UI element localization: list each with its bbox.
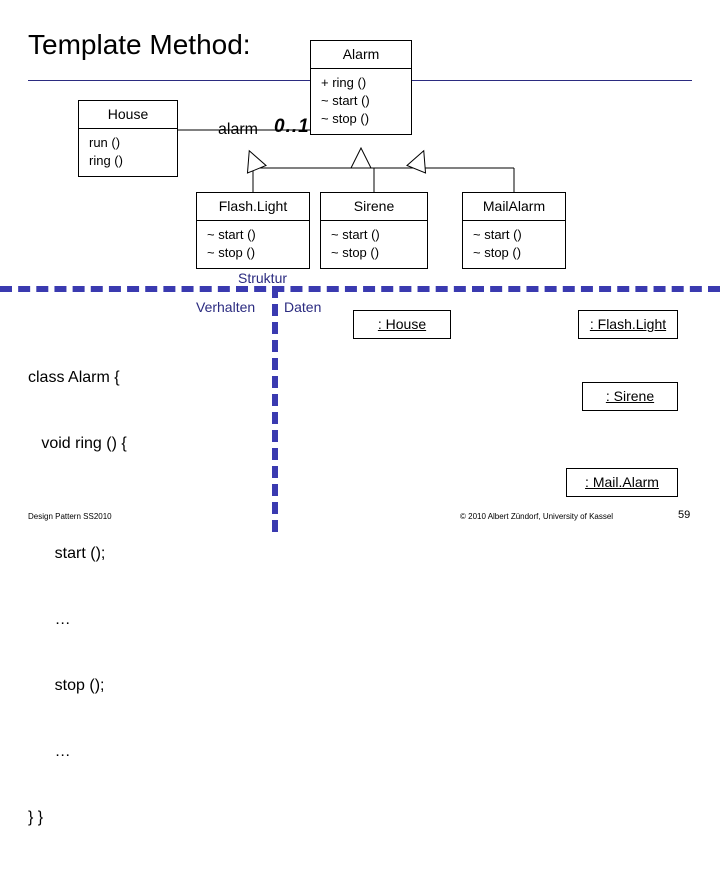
divider-horizontal-dashed bbox=[0, 286, 720, 292]
uml-class-sirene-name: Sirene bbox=[353, 198, 395, 214]
uml-class-mailalarm-separator bbox=[463, 220, 565, 221]
uml-class-alarm-operations: + ring () ~ start () ~ stop () bbox=[311, 69, 411, 134]
uml-class-house-separator bbox=[79, 128, 177, 129]
uml-class-house: House run () ring () bbox=[78, 100, 178, 177]
uml-operation: ~ start () bbox=[473, 227, 522, 242]
uml-class-sirene: Sirene ~ start () ~ stop () bbox=[320, 192, 428, 269]
uml-operation: ~ start () bbox=[207, 227, 256, 242]
uml-class-alarm: Alarm + ring () ~ start () ~ stop () bbox=[310, 40, 412, 135]
uml-class-house-name: House bbox=[107, 106, 149, 122]
uml-class-house-operations: run () ring () bbox=[79, 129, 177, 176]
code-line: } } bbox=[28, 809, 44, 826]
uml-class-flashlight-separator bbox=[197, 220, 309, 221]
code-line: class Alarm { bbox=[28, 369, 120, 386]
uml-class-mailalarm-operations: ~ start () ~ stop () bbox=[463, 221, 565, 268]
uml-operation: ~ stop () bbox=[321, 111, 370, 126]
code-line: start (); bbox=[28, 545, 106, 562]
object-house: : House bbox=[353, 310, 451, 339]
code-block: class Alarm { void ring () { start (); …… bbox=[28, 323, 127, 873]
object-sirene: : Sirene bbox=[582, 382, 678, 411]
footer-copyright: © 2010 Albert Zündorf, University of Kas… bbox=[460, 512, 614, 521]
uml-operation: + ring () bbox=[321, 75, 367, 90]
code-line: … bbox=[28, 743, 71, 760]
uml-class-alarm-separator bbox=[311, 68, 411, 69]
uml-operation: ~ stop () bbox=[207, 245, 256, 260]
region-label-verhalten: Verhalten bbox=[196, 299, 256, 315]
uml-class-flashlight: Flash.Light ~ start () ~ stop () bbox=[196, 192, 310, 269]
code-line: stop (); bbox=[28, 677, 105, 694]
slide-canvas: Template Method: House run () ring () Al… bbox=[0, 29, 720, 826]
code-line: … bbox=[28, 611, 71, 628]
footer-page-number: 59 bbox=[678, 509, 691, 521]
uml-class-sirene-separator bbox=[321, 220, 427, 221]
uml-class-mailalarm: MailAlarm ~ start () ~ stop () bbox=[462, 192, 566, 269]
uml-operation: ~ start () bbox=[321, 93, 370, 108]
uml-operation: ring () bbox=[89, 153, 123, 168]
object-flashlight: : Flash.Light bbox=[578, 310, 678, 339]
uml-class-flashlight-operations: ~ start () ~ stop () bbox=[197, 221, 309, 268]
code-line: void ring () { bbox=[28, 435, 127, 452]
association-role-label: alarm bbox=[218, 121, 259, 138]
uml-class-flashlight-name: Flash.Light bbox=[218, 198, 288, 214]
uml-operation: run () bbox=[89, 135, 121, 150]
uml-operation: ~ stop () bbox=[473, 245, 522, 260]
region-label-daten: Daten bbox=[284, 299, 322, 315]
page-title: Template Method: bbox=[28, 29, 251, 60]
association-multiplicity-label: 0..1 bbox=[274, 116, 310, 137]
divider-vertical-dashed bbox=[272, 286, 278, 532]
uml-class-mailalarm-name: MailAlarm bbox=[482, 198, 546, 214]
uml-operation: ~ stop () bbox=[331, 245, 380, 260]
uml-operation: ~ start () bbox=[331, 227, 380, 242]
footer-course: Design Pattern SS2010 bbox=[28, 512, 112, 521]
uml-class-alarm-name: Alarm bbox=[342, 46, 380, 62]
region-label-struktur: Struktur bbox=[238, 270, 288, 286]
object-mailalarm: : Mail.Alarm bbox=[566, 468, 678, 497]
uml-class-sirene-operations: ~ start () ~ stop () bbox=[321, 221, 427, 268]
